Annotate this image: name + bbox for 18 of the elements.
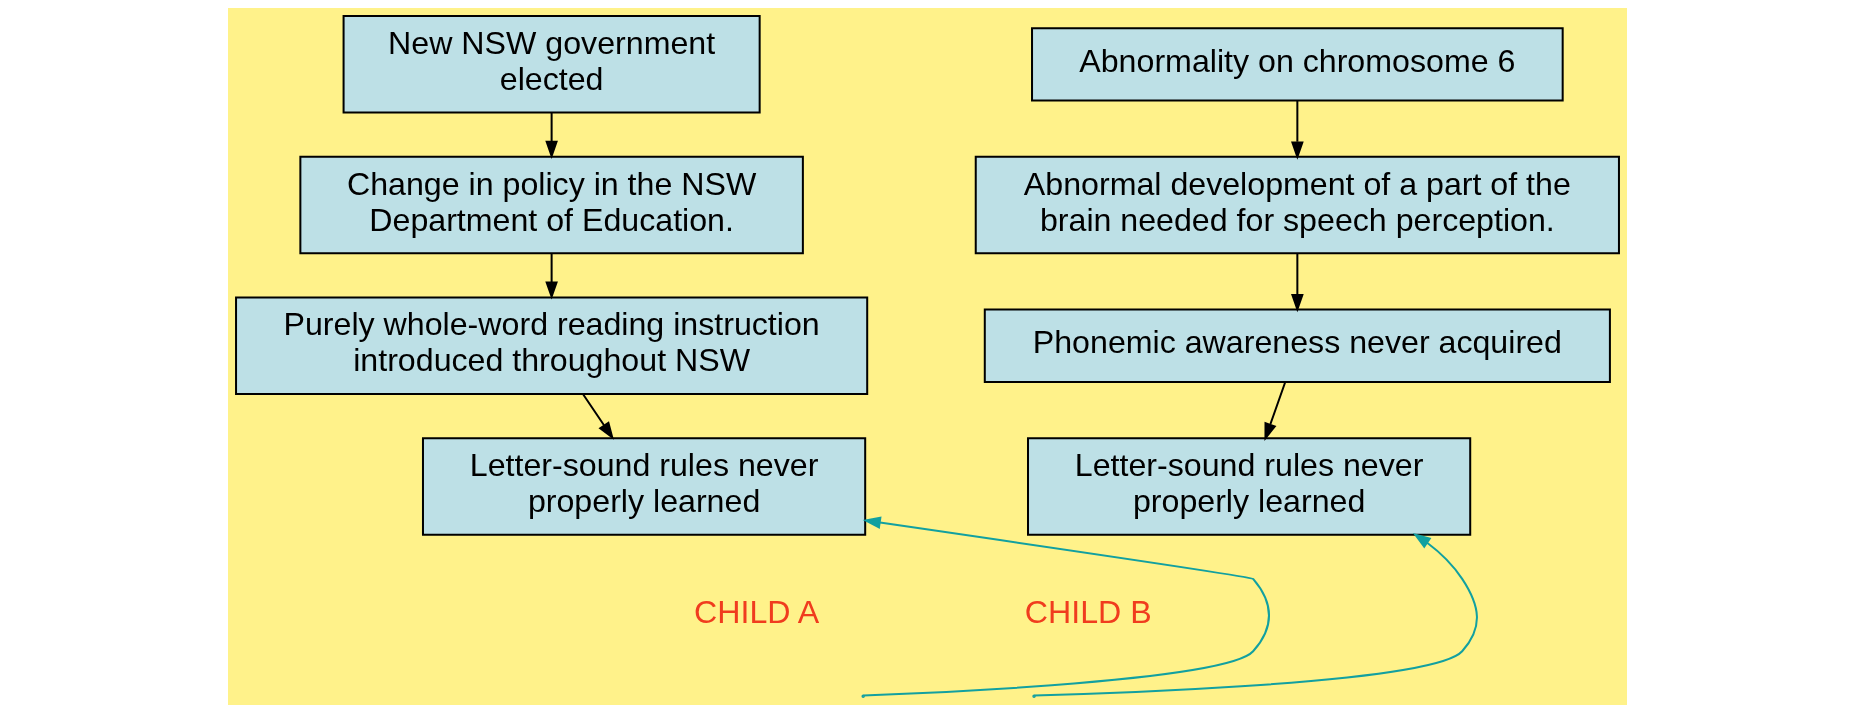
arrow <box>544 112 558 159</box>
arrow <box>1263 381 1286 441</box>
arrow <box>581 393 614 440</box>
label: CHILD A <box>693 593 819 630</box>
node-box: Abnormal development of a part of the brain needed for speech perception. <box>974 155 1620 255</box>
node-box: Purely whole-word reading instruction introduced throughout NSW <box>234 296 868 395</box>
node-box: Letter-sound rules never properly learned <box>1026 437 1471 536</box>
node-box: Abnormality on chromosome 6 <box>1030 27 1564 102</box>
arrow <box>1033 533 1478 697</box>
node-box: Change in policy in the NSW Department of Education. <box>298 155 804 255</box>
node-box: Phonemic awareness never acquired <box>983 308 1611 383</box>
node-box: New NSW government elected <box>342 15 761 114</box>
arrow <box>1290 253 1304 313</box>
arrow <box>862 516 1270 697</box>
node-box: Letter-sound rules never properly learned <box>421 437 866 536</box>
arrow <box>1290 100 1304 160</box>
label: CHILD B <box>1024 593 1152 630</box>
arrow <box>544 253 558 300</box>
